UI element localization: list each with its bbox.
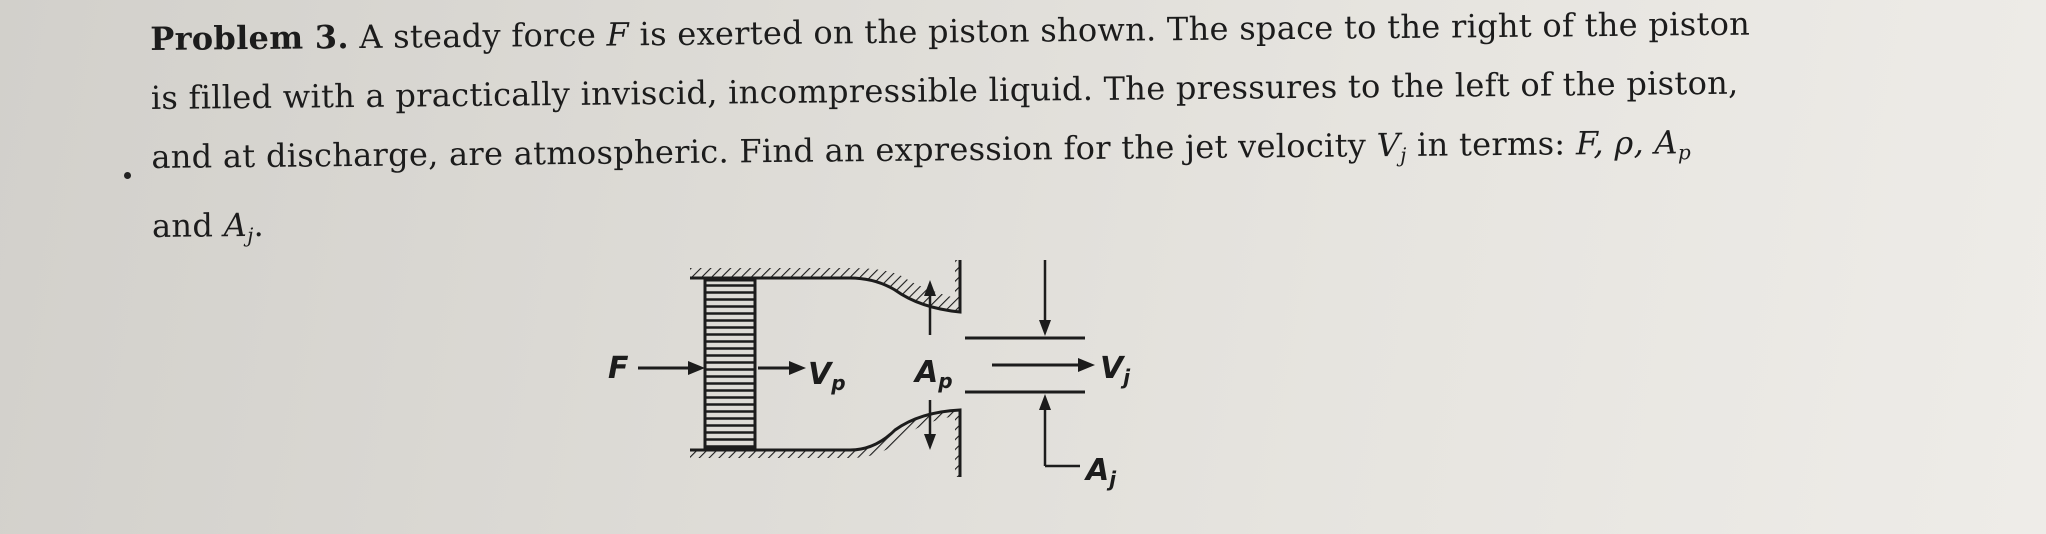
piston-diagram: F Vp Ap Aj Vj [560, 240, 1440, 514]
problem-statement: Problem 3. A steady force F is exerted o… [150, 0, 2002, 266]
jet-velocity-variable: V [1376, 126, 1401, 165]
problem-text-segment: in terms: [1416, 124, 1566, 164]
top-wall-edge [690, 260, 962, 314]
jet-velocity-label: Vj [1100, 351, 1131, 389]
area-variable: A [223, 206, 248, 245]
piston-velocity-arrowhead [789, 361, 806, 375]
bottom-wall-hatching [690, 410, 960, 477]
problem-text-segment: and at discharge, are atmospheric. Find … [151, 126, 1367, 176]
problem-text-segment: is exerted on the piston shown. The spac… [639, 4, 1751, 54]
force-label: F [608, 351, 629, 386]
piston-velocity-label: Vp [808, 357, 846, 395]
jet-area-arrowhead-bottom [1039, 394, 1051, 410]
force-variable: F [606, 15, 630, 54]
problem-text-segment: A steady force [359, 15, 597, 56]
piston-area-arrowhead-top [924, 280, 936, 296]
jet-velocity-subscript: j [1400, 142, 1407, 168]
jet-area-label: Aj [1084, 453, 1117, 491]
terms-subscript: p [1677, 140, 1692, 165]
jet-area-arrowhead-top [1039, 320, 1051, 336]
piston [703, 278, 757, 450]
problem-text-segment: . [253, 205, 265, 245]
jet-velocity-arrowhead [1078, 358, 1095, 372]
piston-nozzle-figure: F Vp Ap Aj Vj [608, 260, 1131, 491]
top-wall-hatching [690, 260, 960, 312]
problem-text-segment: and [151, 206, 214, 245]
piston-area-arrowhead-bottom [924, 434, 936, 450]
problem-label: Problem 3. [150, 18, 350, 58]
bottom-wall-edge [690, 408, 962, 477]
pen-mark [124, 172, 131, 179]
force-arrowhead [688, 361, 705, 375]
terms-list: F, ρ, A [1575, 123, 1679, 163]
piston-area-label: Ap [913, 355, 953, 393]
